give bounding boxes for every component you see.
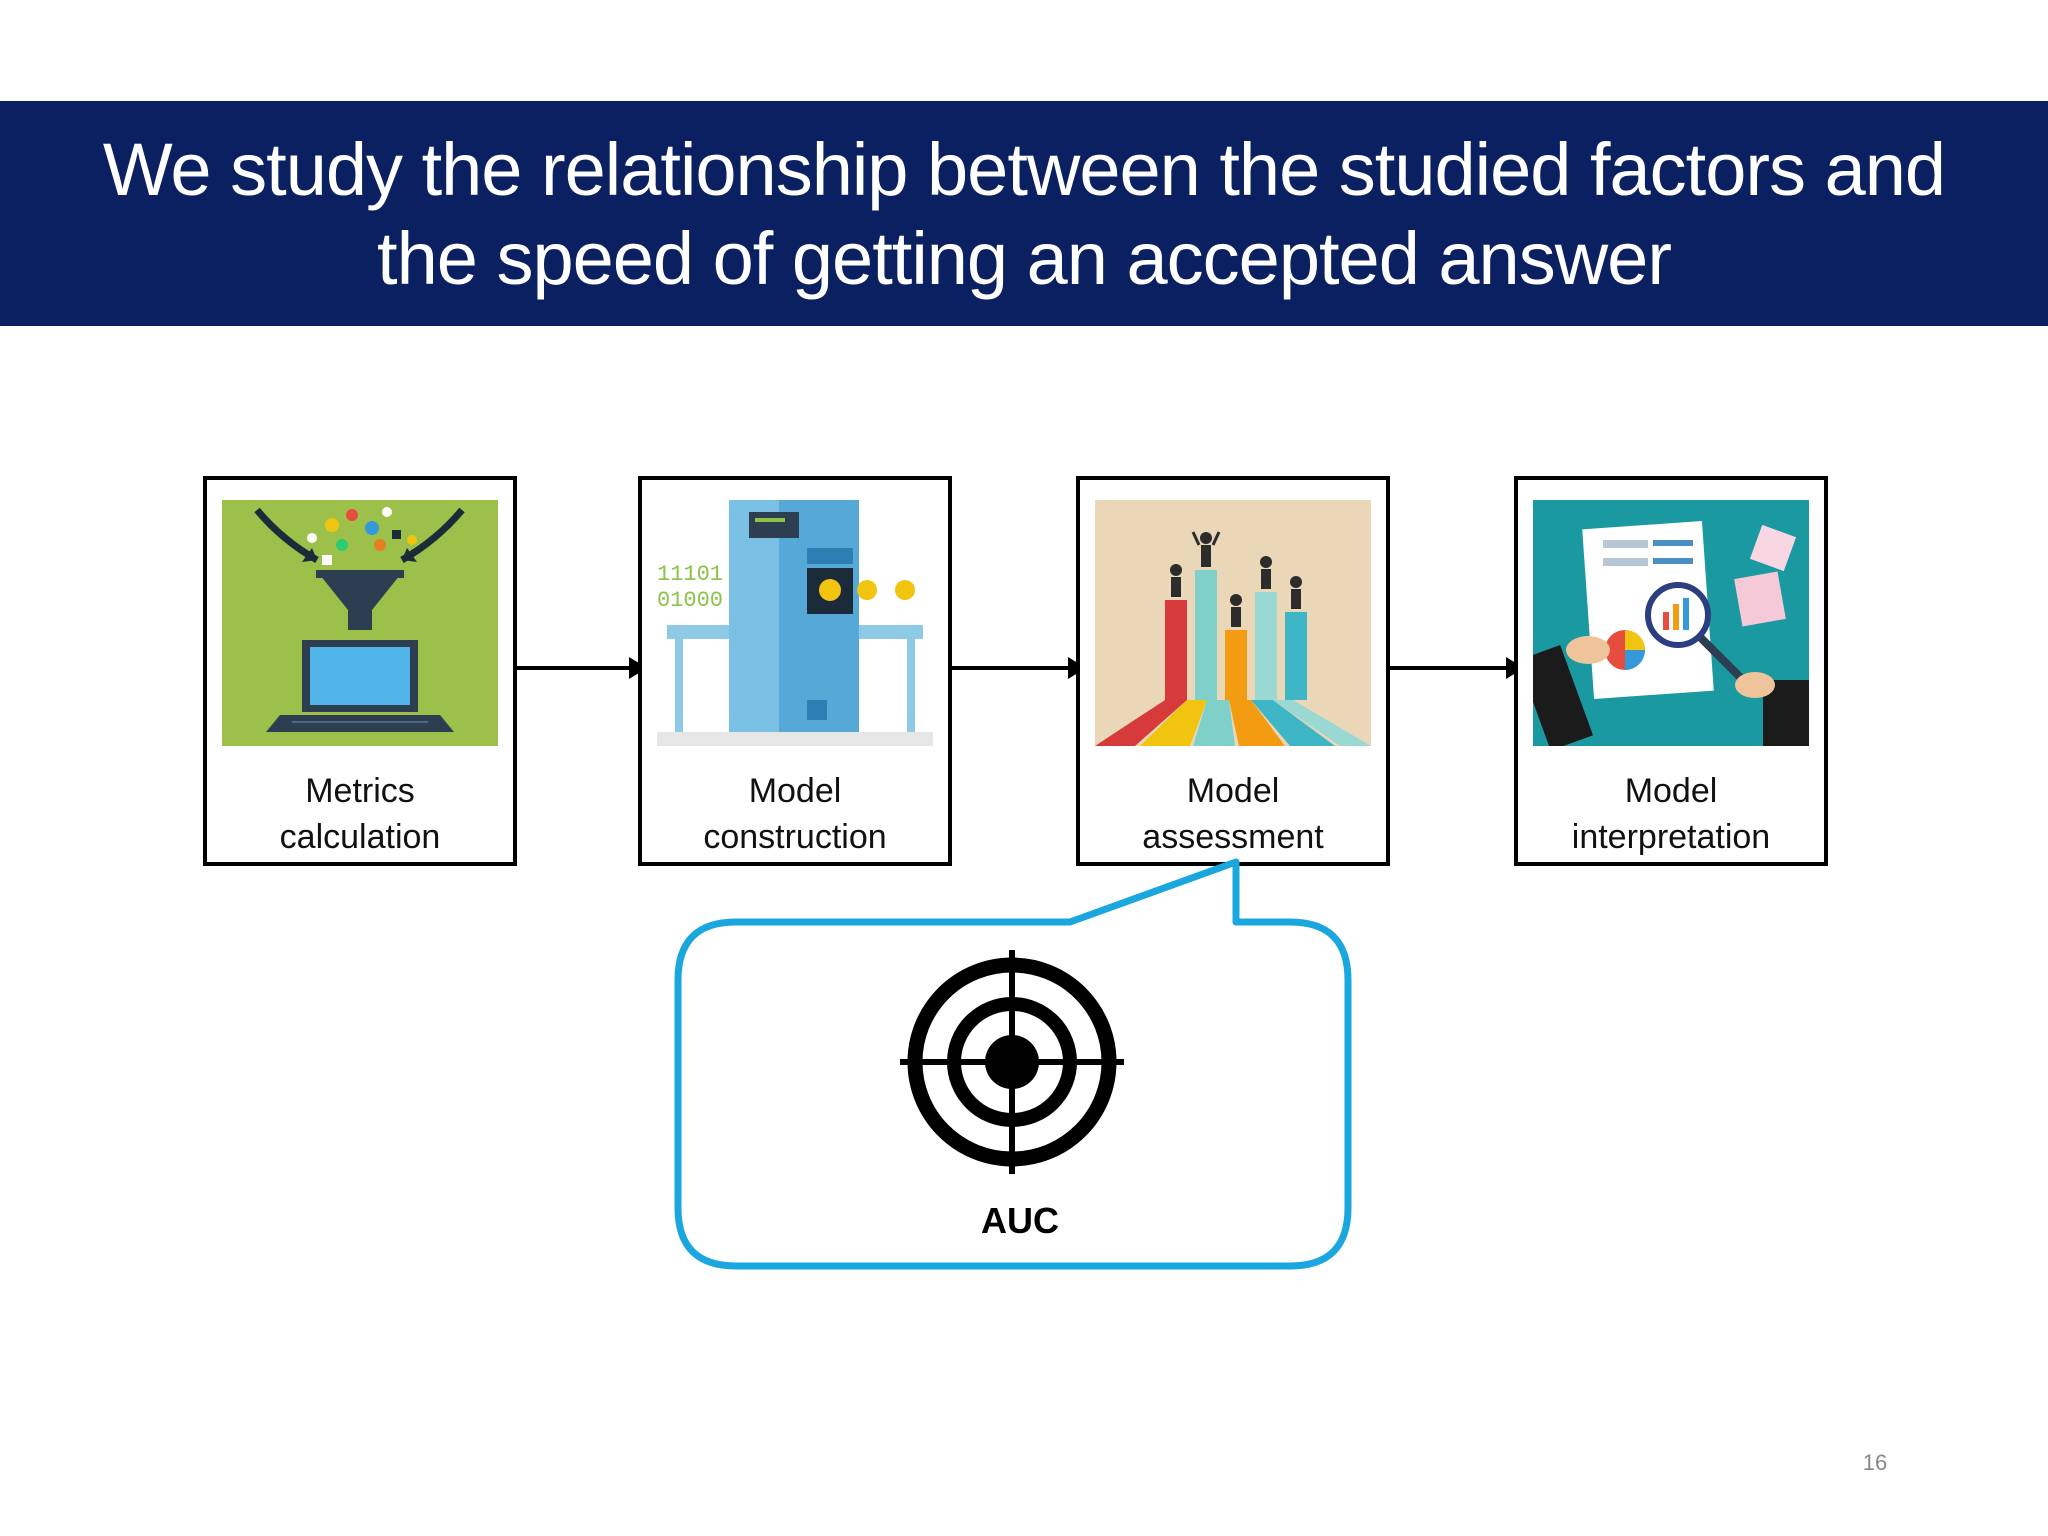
magnifier-report-icon <box>1533 500 1809 746</box>
step-label: Model assessment <box>1142 772 1324 856</box>
title-bar: We study the relationship between the st… <box>0 101 2048 326</box>
step-model-interpretation: Model interpretation <box>1514 476 1828 866</box>
title-line-1: We study the relationship between the st… <box>102 127 1946 211</box>
title-line-2: the speed of getting an accepted answer <box>377 216 1672 300</box>
machine-icon: 11101 01000 <box>657 500 933 746</box>
auc-label: AUC <box>981 1200 1059 1241</box>
step-metrics-calculation: Metrics calculation <box>203 476 517 866</box>
svg-text:11101: 11101 <box>657 562 723 587</box>
step-model-assessment: Model assessment <box>1076 476 1390 866</box>
step-label: Model construction <box>703 772 887 856</box>
funnel-laptop-icon <box>222 500 498 746</box>
step-label: Metrics calculation <box>279 772 441 856</box>
step-model-construction: 11101 01000 Model construction <box>638 476 952 866</box>
page-number: 16 <box>1862 1450 1888 1475</box>
step-label: Model interpretation <box>1571 772 1771 856</box>
slide-title: We study the relationship between the st… <box>102 125 1946 303</box>
target-icon <box>900 950 1124 1174</box>
svg-text:01000: 01000 <box>657 588 723 613</box>
bar-podium-icon <box>1095 500 1371 746</box>
